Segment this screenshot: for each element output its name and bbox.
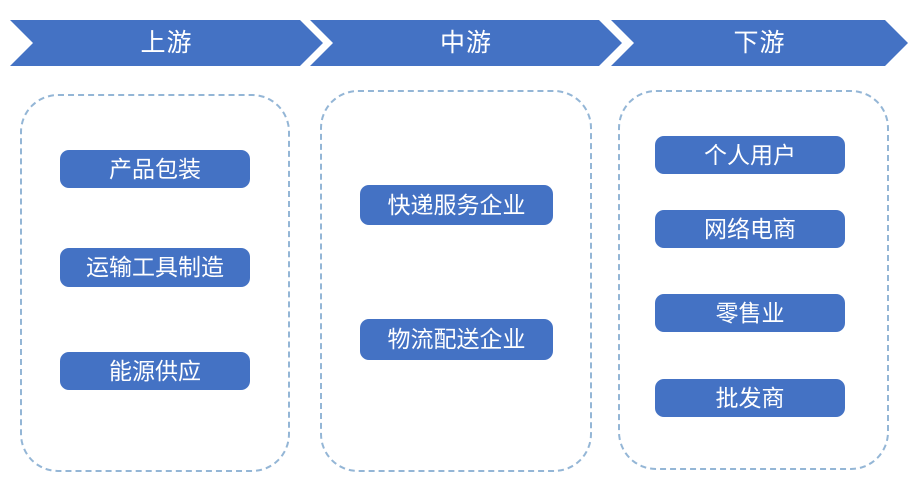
node-express-service-companies: 快递服务企业 bbox=[360, 185, 553, 225]
node-label: 运输工具制造 bbox=[86, 254, 224, 280]
node-individual-users: 个人用户 bbox=[655, 136, 845, 174]
node-logistics-distribution-companies: 物流配送企业 bbox=[360, 319, 553, 360]
node-label: 快递服务企业 bbox=[387, 191, 526, 218]
stage-label-downstream: 下游 bbox=[733, 28, 786, 57]
node-product-packaging: 产品包装 bbox=[60, 150, 250, 188]
stage-label-upstream: 上游 bbox=[140, 28, 193, 57]
node-label: 批发商 bbox=[715, 384, 785, 411]
node-retail-industry: 零售业 bbox=[655, 294, 845, 332]
stage-arrow-downstream: 下游 bbox=[611, 20, 908, 66]
stage-column-midstream: 快递服务企业 物流配送企业 bbox=[320, 90, 592, 472]
stage-arrow-upstream: 上游 bbox=[10, 20, 323, 66]
node-label: 能源供应 bbox=[109, 357, 201, 384]
stage-column-upstream: 产品包装 运输工具制造 能源供应 bbox=[20, 94, 290, 472]
stage-column-downstream: 个人用户 网络电商 零售业 批发商 bbox=[618, 90, 889, 470]
stage-label-midstream: 中游 bbox=[439, 28, 492, 57]
node-label: 零售业 bbox=[715, 299, 785, 326]
node-energy-supply: 能源供应 bbox=[60, 352, 250, 390]
node-wholesalers: 批发商 bbox=[655, 379, 845, 417]
node-online-ecommerce: 网络电商 bbox=[655, 210, 845, 248]
node-label: 网络电商 bbox=[704, 215, 796, 242]
stage-arrow-midstream: 中游 bbox=[310, 20, 622, 66]
node-label: 产品包装 bbox=[109, 155, 201, 182]
node-label: 物流配送企业 bbox=[387, 326, 526, 352]
node-label: 个人用户 bbox=[704, 141, 796, 168]
node-transport-equipment-manufacturing: 运输工具制造 bbox=[60, 248, 250, 287]
